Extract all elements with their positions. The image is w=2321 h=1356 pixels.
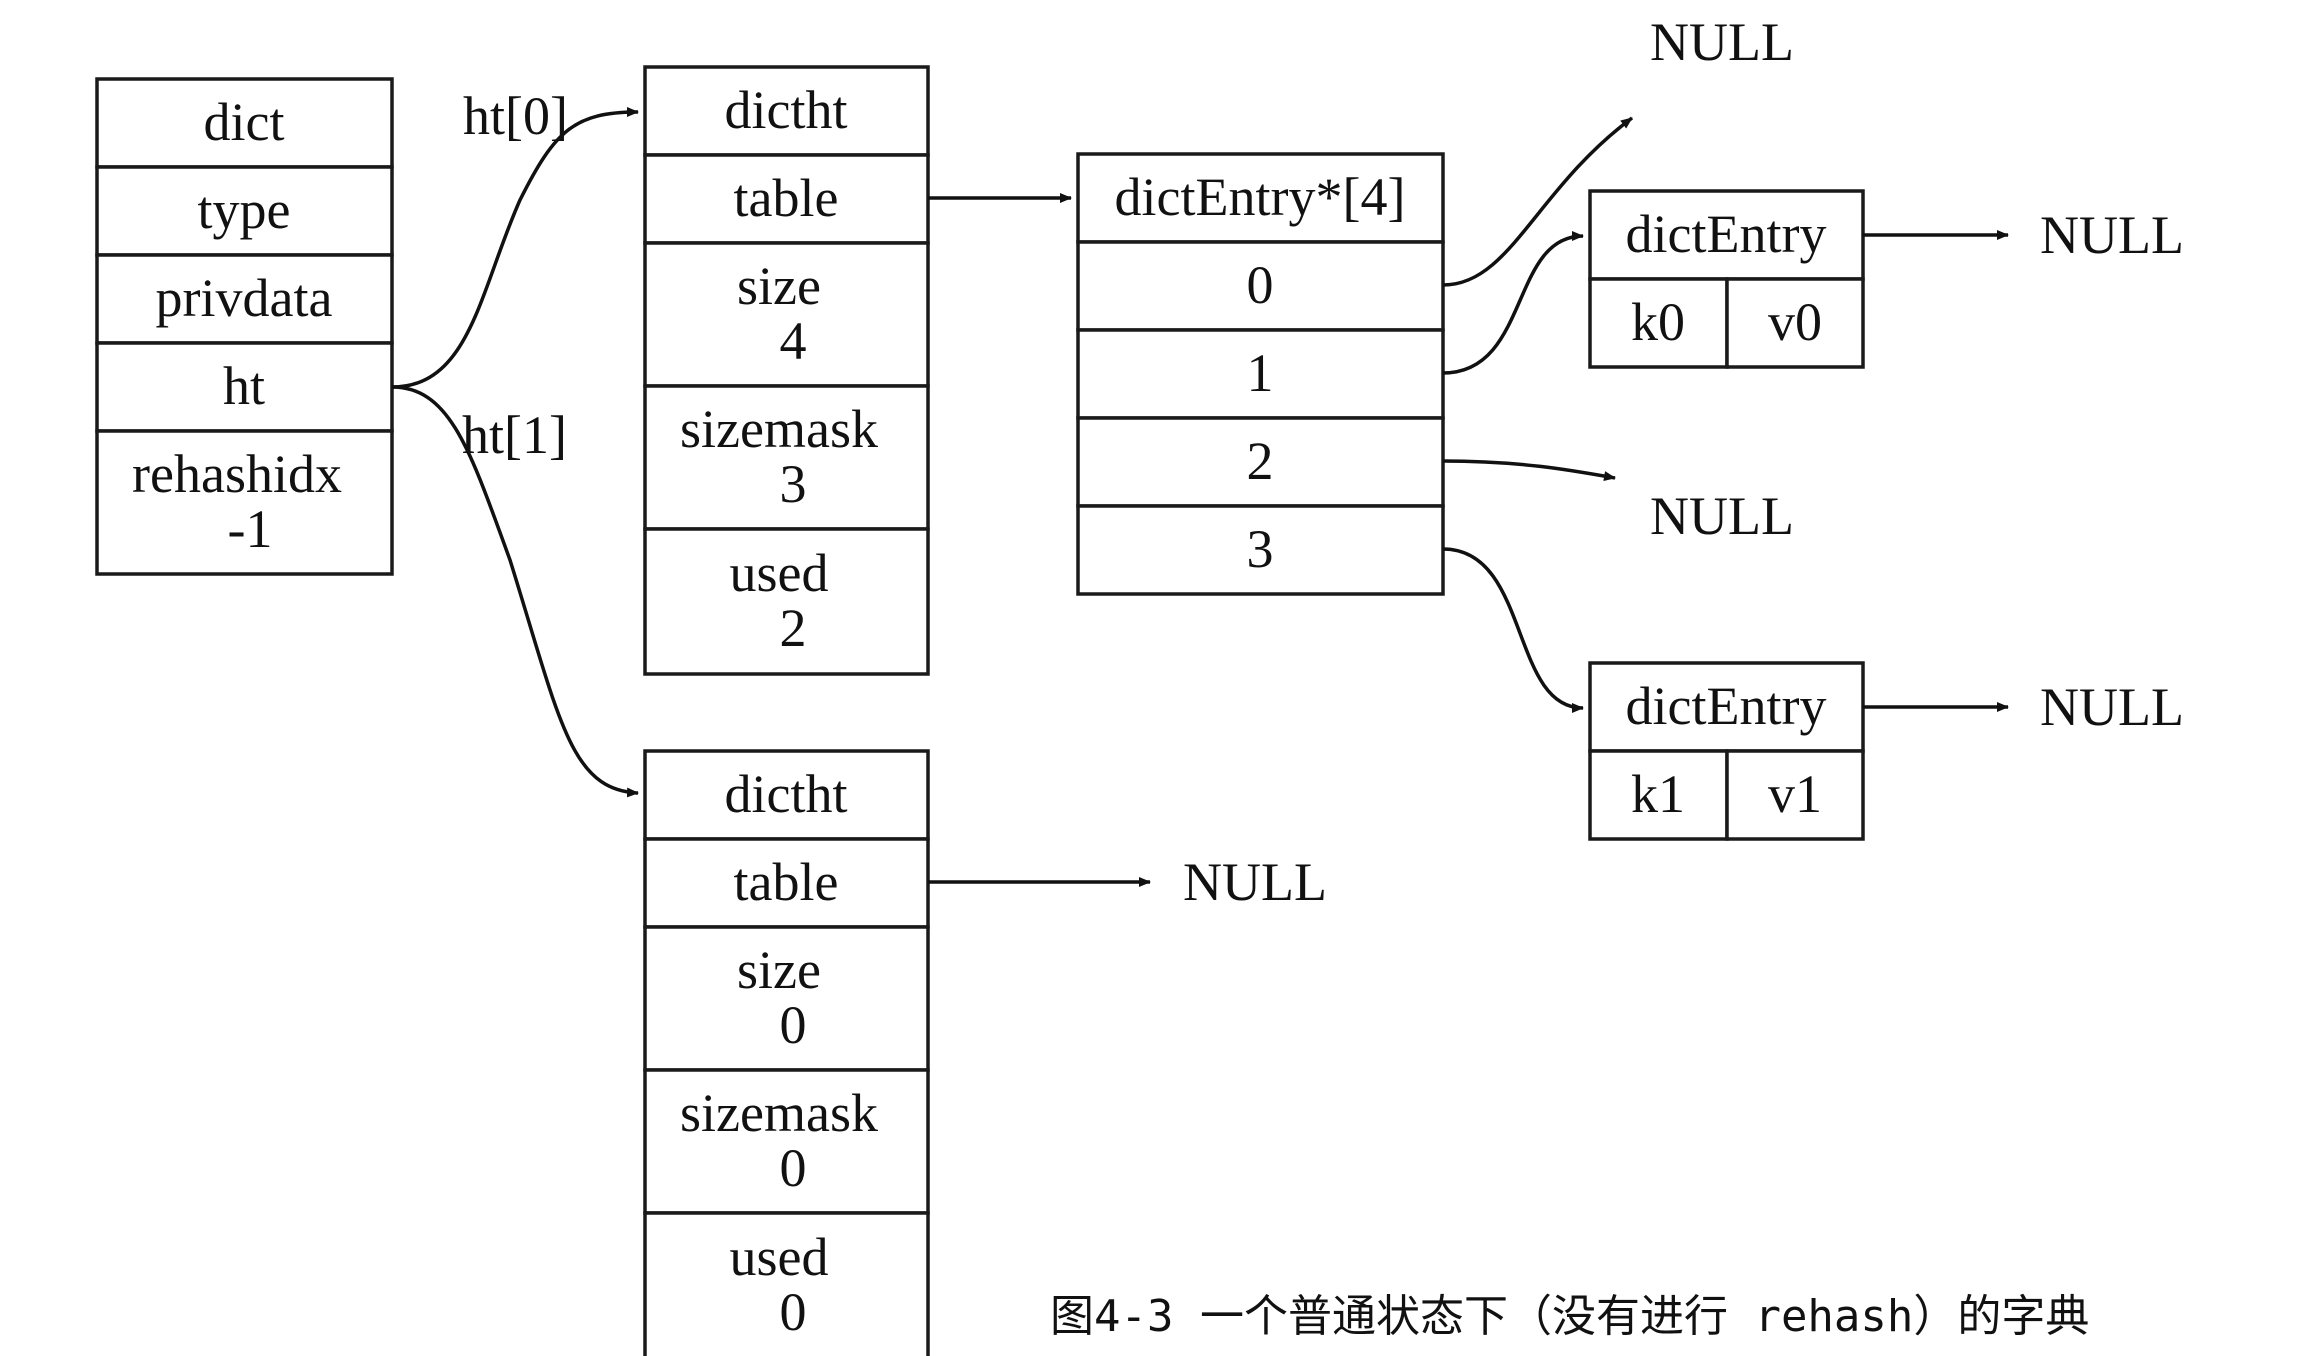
ht0-sizemask-value: 3 — [780, 454, 807, 514]
table-slot-0-label: 0 — [1247, 255, 1274, 315]
entry0-title: dictEntry — [1626, 204, 1827, 264]
dict-title: dict — [204, 92, 285, 152]
ht0-size-label: size — [737, 256, 821, 316]
ht0-title: dictht — [725, 80, 848, 140]
null-slot2: NULL — [1650, 486, 1794, 546]
ht0-sizemask-label: sizemask — [680, 399, 878, 459]
table-array-title-cell — [1076, 152, 1445, 244]
entry1-value: v1 — [1768, 764, 1822, 824]
entry0-key-cell — [1588, 277, 1729, 369]
ht0-title-cell — [643, 65, 930, 157]
ht1-title-cell — [643, 749, 930, 841]
table-slot-3-label: 3 — [1247, 519, 1274, 579]
dict-rehashidx-value: -1 — [228, 499, 273, 559]
ht0-used-cell — [643, 527, 930, 676]
dict-struct: dict type privdata ht rehashidx -1 — [95, 77, 394, 576]
ht1-used-cell — [643, 1211, 930, 1356]
ht1-used-label: used — [730, 1227, 829, 1287]
null-slot0: NULL — [1650, 12, 1794, 72]
entry0-value: v0 — [1768, 292, 1822, 352]
table-array: dictEntry*[4] 0 1 2 3 — [1076, 152, 1445, 596]
edges — [391, 107, 2009, 887]
entry1-value-cell — [1725, 749, 1865, 841]
entry1-key: k1 — [1631, 764, 1685, 824]
null-entry1: NULL — [2040, 677, 2184, 737]
ht0-size-value: 4 — [780, 311, 807, 371]
ht0-used-label: used — [730, 543, 829, 603]
dict-rehashidx-cell — [95, 429, 394, 576]
ht0-table-label: table — [734, 168, 839, 228]
ht1-size-label: size — [737, 940, 821, 1000]
dict-privdata-label: privdata — [156, 268, 333, 328]
table-slot-2-label: 2 — [1247, 431, 1274, 491]
dict-type-label: type — [198, 180, 291, 240]
ht1-sizemask-cell — [643, 1068, 930, 1215]
ht1-title: dictht — [725, 764, 848, 824]
ht1-table-cell — [643, 837, 930, 929]
table-slot-2 — [1076, 416, 1445, 508]
dict-ht-label: ht — [223, 356, 265, 416]
edge-slot2-null — [1442, 459, 1616, 481]
edge-ht0 — [391, 107, 639, 389]
ht1-size-value: 0 — [780, 995, 807, 1055]
ht1-used-value: 0 — [780, 1282, 807, 1342]
entry1-title: dictEntry — [1626, 676, 1827, 736]
table-array-title: dictEntry*[4] — [1115, 167, 1406, 227]
null-ht1-table: NULL — [1183, 852, 1327, 912]
entry0-value-cell — [1725, 277, 1865, 369]
ht0-size-cell — [643, 241, 930, 388]
edge-label-ht1: ht[1] — [462, 405, 567, 465]
edge-label-ht0: ht[0] — [463, 86, 568, 146]
ht0-dictht: dictht table size 4 sizemask 3 used 2 — [643, 65, 930, 676]
edge-slot0-null — [1442, 116, 1634, 287]
edge-ht1 — [391, 385, 639, 798]
entry0-title-cell — [1588, 189, 1865, 281]
entry0-key: k0 — [1631, 292, 1685, 352]
ht1-table-label: table — [734, 852, 839, 912]
dict-rehashidx-label: rehashidx — [132, 444, 342, 504]
edge-slot3-entry1 — [1442, 547, 1584, 713]
edge-slot1-entry0 — [1442, 231, 1584, 375]
entry1-key-cell — [1588, 749, 1729, 841]
dict-entry-0: dictEntry k0 v0 — [1588, 189, 1865, 369]
table-slot-3 — [1076, 504, 1445, 596]
ht1-dictht: dictht table size 0 sizemask 0 used 0 — [643, 749, 930, 1356]
null-entry0: NULL — [2040, 205, 2184, 265]
figure-caption: 图4-3 一个普通状态下（没有进行 rehash）的字典 — [1050, 1291, 2090, 1342]
table-slot-1-label: 1 — [1247, 343, 1274, 403]
dict-title-cell — [95, 77, 394, 169]
dict-entry-1: dictEntry k1 v1 — [1588, 661, 1865, 841]
ht1-sizemask-value: 0 — [780, 1138, 807, 1198]
ht0-used-value: 2 — [780, 598, 807, 658]
ht1-sizemask-label: sizemask — [680, 1083, 878, 1143]
dict-type-cell — [95, 165, 394, 257]
